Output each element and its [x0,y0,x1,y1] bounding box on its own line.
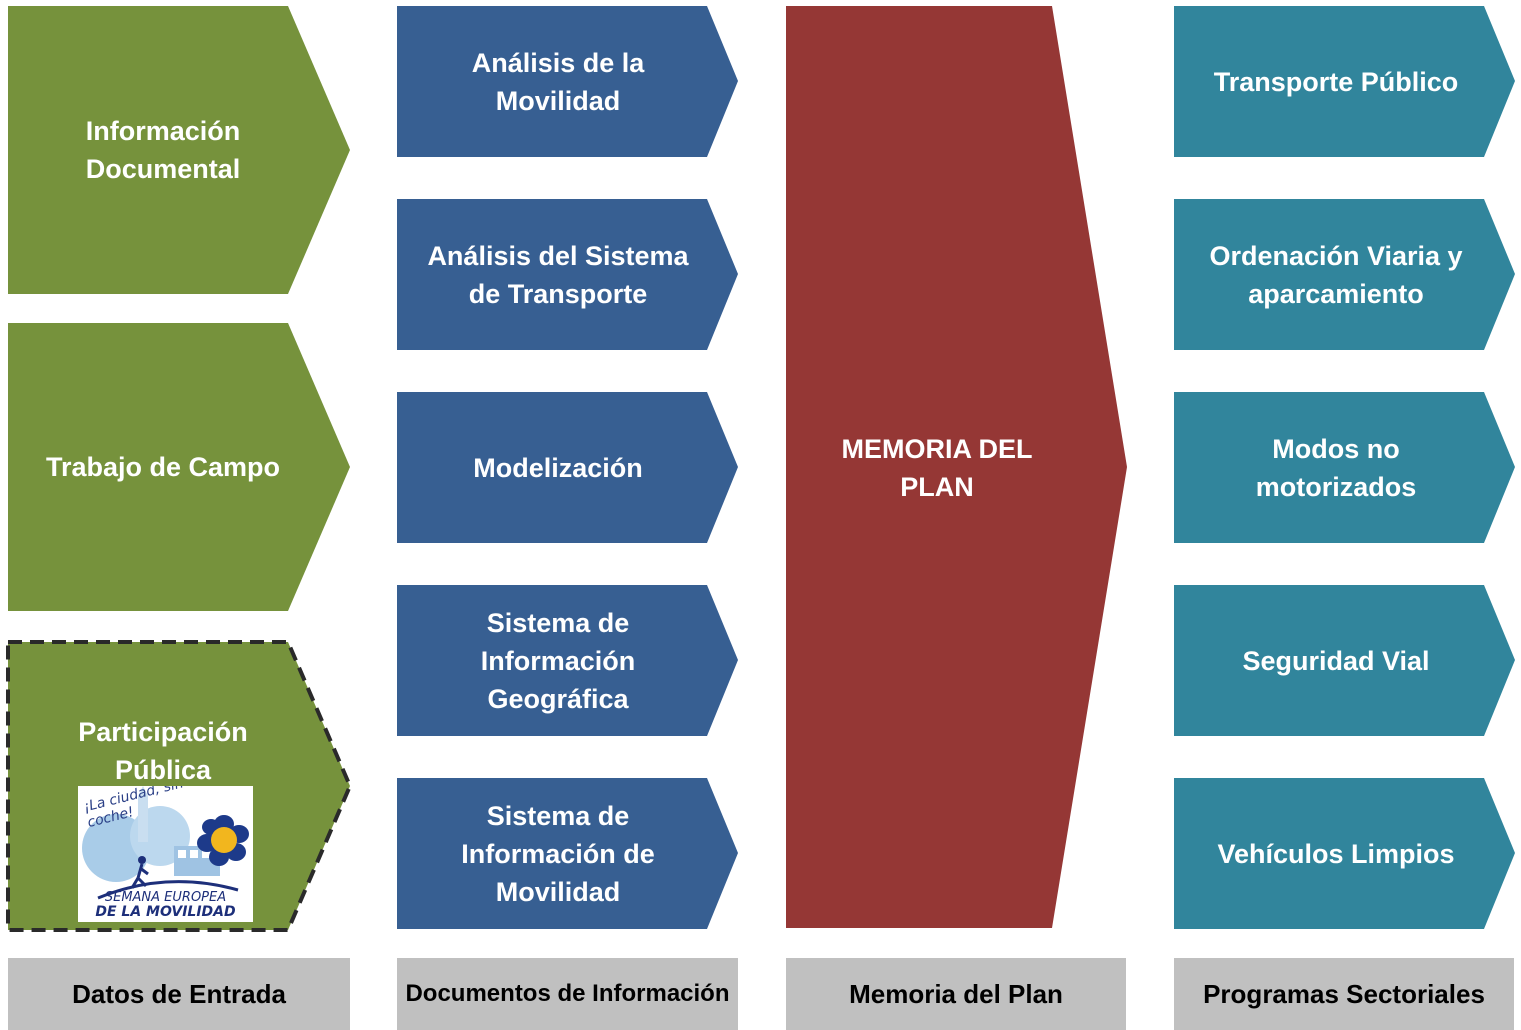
chevron-shape [397,199,738,350]
program-modos-no-motorizados: Modos no motorizados [1174,392,1515,543]
chevron-shape [1174,778,1515,929]
document-step-label: Modelización [473,452,643,483]
chevron-shape [1174,392,1515,543]
document-step-modelizacion: Modelización [397,392,738,543]
program-label: Ordenación Viaria y aparcamiento [1209,240,1463,309]
chevron-shape [8,6,350,294]
program-label: Transporte Público [1213,66,1459,97]
program-seguridad-vial: Seguridad Vial [1174,585,1515,736]
chevron-shape [1174,585,1515,736]
input-step-informacion-documental: Información Documental [8,6,350,294]
document-step-analisis-sistema-transporte: Análisis del Sistema de Transporte [397,199,738,350]
footer-programas-sectoriales: Programas Sectoriales [1174,958,1514,1030]
chevron-shape [8,323,350,611]
memoria-arrow-shape [786,6,1127,928]
document-step-label: Sistema de Información de Movilidad [461,800,655,907]
semana-europea-movilidad-logo: ¡La ciudad, sin mi coche! SEMANA EUROPEA… [78,786,253,922]
chevron-shape [397,778,738,929]
program-label: Modos no motorizados [1255,433,1417,502]
logo-graphic [82,786,249,900]
program-label: Vehículos Limpios [1217,838,1455,869]
chevron-shape [397,6,738,157]
chevron-shape [1174,6,1515,157]
program-transporte-publico: Transporte Público [1174,6,1515,157]
chevron-shape [397,585,738,736]
document-step-analisis-movilidad: Análisis de la Movilidad [397,6,738,157]
input-step-trabajo-de-campo: Trabajo de Campo [8,323,350,611]
document-step-label: Análisis del Sistema de Transporte [427,240,689,309]
logo-line-1: SEMANA EUROPEA [104,890,227,905]
program-ordenacion-viaria: Ordenación Viaria y aparcamiento [1174,199,1515,350]
chevron-shape [397,392,738,543]
memoria-label: MEMORIA DEL PLAN [841,434,1033,502]
input-step-label: Participación Pública [78,717,248,785]
footer-datos-de-entrada: Datos de Entrada [8,958,350,1030]
memoria-del-plan-block: MEMORIA DEL PLAN [786,6,1127,928]
input-step-label: Información Documental [85,116,241,184]
document-step-sistema-informacion-geografica: Sistema de Información Geográfica [397,585,738,736]
footer-documentos-de-informacion: Documentos de Información [397,958,738,1030]
document-step-label: Sistema de Información Geográfica [480,607,636,714]
program-vehiculos-limpios: Vehículos Limpios [1174,778,1515,929]
program-label: Seguridad Vial [1242,645,1430,676]
document-step-sistema-informacion-movilidad: Sistema de Información de Movilidad [397,778,738,929]
chevron-shape [1174,199,1515,350]
logo-line-2: DE LA MOVILIDAD [95,904,236,920]
document-step-label: Análisis de la Movilidad [471,47,645,116]
input-step-label: Trabajo de Campo [45,452,281,482]
footer-memoria-del-plan: Memoria del Plan [786,958,1126,1030]
